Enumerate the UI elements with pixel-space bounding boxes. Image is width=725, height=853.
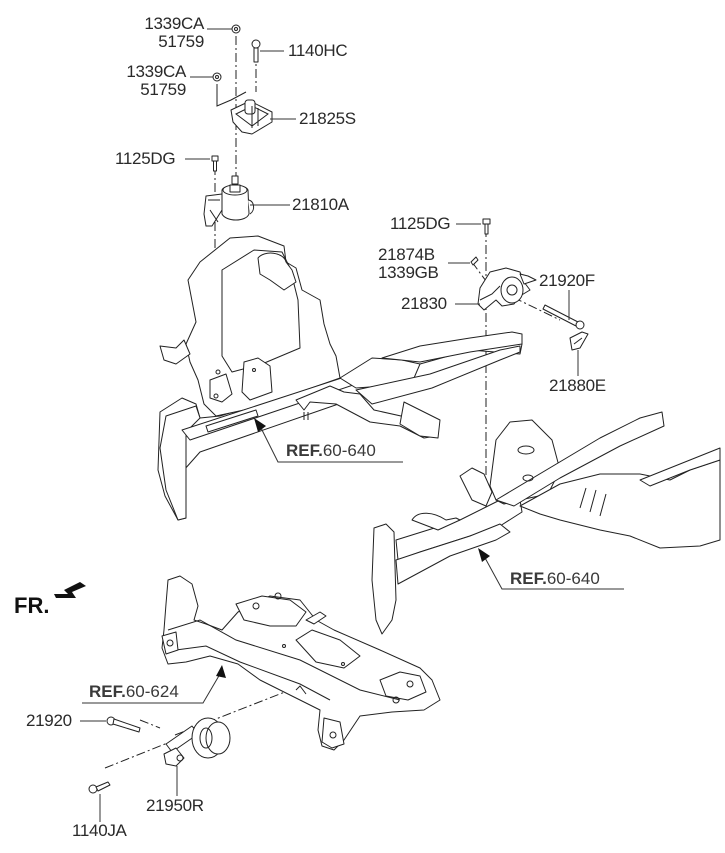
ref-code: 60-624 — [125, 682, 179, 701]
ref-prefix: REF. — [89, 682, 126, 701]
part-label-1125DG-left[interactable]: 1125DG — [115, 149, 176, 168]
part-number: 21874B — [378, 245, 435, 264]
reference-link-60-624[interactable]: REF.60-624 — [89, 682, 179, 702]
leader-lines — [80, 28, 624, 822]
reference-link-60-640-left[interactable]: REF.60-640 — [286, 441, 376, 461]
part-label-21920F[interactable]: 21920F — [539, 272, 595, 290]
part-number: 1140JA — [72, 821, 127, 840]
part-number: 21920 — [26, 711, 72, 730]
part-number: 21920F — [539, 271, 595, 290]
nut-1339CA-lower[interactable] — [212, 72, 222, 82]
part-label-21880E[interactable]: 21880E — [549, 377, 606, 395]
bolt-21920[interactable] — [106, 716, 141, 733]
front-side-member-left — [157, 235, 523, 521]
part-number: 1140HC — [288, 41, 348, 60]
part-label-21920[interactable]: 21920 — [26, 712, 72, 730]
reference-link-60-640-right[interactable]: REF.60-640 — [510, 569, 600, 589]
part-number: 21880E — [549, 376, 606, 395]
part-number: 51759 — [140, 80, 186, 99]
part-label-1140HC[interactable]: 1140HC — [288, 41, 348, 60]
part-number: 1339CA — [126, 62, 186, 81]
part-number: 51759 — [158, 32, 204, 51]
ref-prefix: REF. — [286, 441, 323, 460]
front-arrow-icon — [54, 582, 86, 598]
bracket-21880E[interactable] — [569, 331, 589, 351]
ref-prefix: REF. — [510, 569, 547, 588]
part-number: 21950R — [146, 796, 204, 815]
bolt-1125DG-right[interactable] — [482, 218, 491, 235]
part-label-1339CA-top[interactable]: 1339CA 51759 — [138, 15, 204, 51]
part-label-21830[interactable]: 21830 — [401, 295, 447, 313]
part-number: 1339CA — [144, 14, 204, 33]
pin-21874B[interactable] — [470, 256, 479, 266]
part-number: 21810A — [292, 195, 349, 214]
part-number: 1125DG — [115, 149, 176, 168]
part-label-21825S[interactable]: 21825S — [299, 110, 356, 128]
bolt-1140HC[interactable] — [251, 39, 261, 63]
part-label-21810A[interactable]: 21810A — [292, 196, 349, 214]
front-crossmember — [161, 575, 441, 751]
part-number: 21830 — [401, 294, 447, 313]
ref-code: 60-640 — [322, 441, 376, 460]
bolt-1140JA[interactable] — [88, 781, 111, 794]
part-label-1339CA-lower[interactable]: 1339CA 51759 — [118, 63, 186, 99]
engine-mount-21810A[interactable] — [203, 175, 255, 227]
front-direction-label: FR. — [14, 593, 50, 618]
part-number: 1125DG — [390, 214, 451, 233]
nut-1339CA-top[interactable] — [231, 24, 241, 34]
bolt-21920F[interactable] — [542, 304, 585, 330]
bolt-1125DG-left[interactable] — [211, 155, 219, 172]
part-label-1140JA[interactable]: 1140JA — [72, 822, 127, 840]
transaxle-mount-21830[interactable] — [477, 267, 537, 311]
part-label-21950R[interactable]: 21950R — [146, 797, 204, 815]
part-number: 21825S — [299, 109, 356, 128]
part-number: 1339GB — [378, 263, 439, 282]
roll-rod-21950R[interactable] — [163, 717, 231, 767]
ref-code: 60-640 — [546, 569, 600, 588]
front-side-member-right — [371, 411, 721, 635]
part-label-21874B[interactable]: 21874B 1339GB — [378, 246, 439, 282]
part-label-1125DG-right[interactable]: 1125DG — [390, 214, 451, 233]
bracket-21825S[interactable] — [216, 91, 273, 135]
